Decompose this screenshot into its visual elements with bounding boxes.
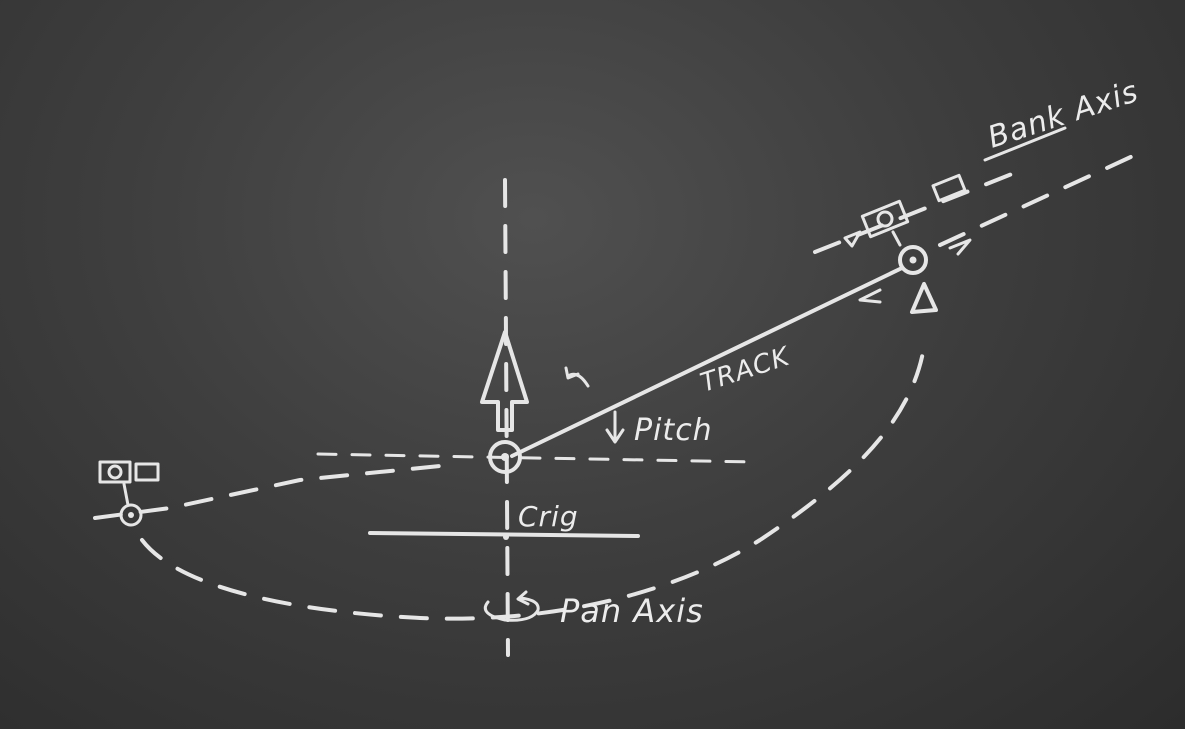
track-triangle-icon	[910, 282, 938, 314]
pitch-label: Pitch	[634, 413, 713, 448]
base-platform-line	[368, 531, 640, 538]
track-line	[510, 266, 904, 458]
track-label: TRACK	[697, 341, 795, 398]
pan-axis-line	[503, 178, 510, 657]
center-pivot-icon	[488, 440, 522, 474]
bank-motion-line	[938, 153, 1137, 247]
pitch-rotate-arrowhead	[564, 366, 580, 380]
crig-label: Crig	[518, 500, 579, 533]
track-direction-arrow-icon	[858, 288, 882, 304]
center-pivot-dot	[501, 453, 509, 461]
pitch-reference-line	[316, 452, 757, 464]
pitch-down-arrowhead	[605, 428, 625, 444]
right-camera-stem	[891, 230, 902, 247]
pan-rotate-icon	[483, 596, 540, 622]
left-boom-line	[93, 464, 442, 520]
bank-axis-label: Bank Axis	[984, 74, 1143, 156]
bank-axis-line	[813, 168, 1024, 254]
base-pivot-dot	[503, 534, 509, 540]
right-pivot-dot	[909, 256, 917, 264]
bank-direction-arrow-icon	[948, 238, 972, 256]
pan-rotate-arrowhead	[516, 590, 530, 606]
up-arrow-icon	[480, 330, 529, 432]
pan-axis-label: Pan Axis	[560, 592, 704, 630]
left-camera-icon	[98, 460, 160, 527]
bank-axis-underline	[983, 126, 1067, 162]
swing-path-curve	[140, 338, 927, 621]
right-camera-icon	[843, 173, 967, 248]
right-pivot-icon	[898, 245, 928, 275]
